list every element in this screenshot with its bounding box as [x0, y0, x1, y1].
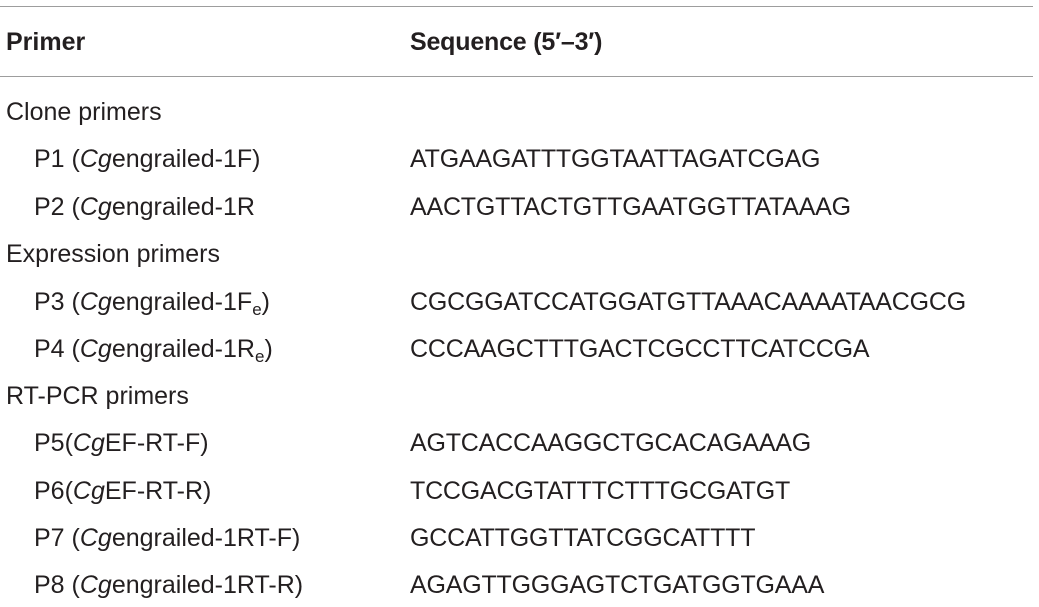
table-header-rule: [0, 76, 1033, 77]
primer-sequence: ATGAAGATTTGGTAATTAGATCGAG: [410, 145, 821, 173]
primer-sequence: AACTGTTACTGTTGAATGGTTATAAAG: [410, 193, 851, 221]
primer-name: P2 (Cgengrailed-1R: [34, 193, 255, 221]
primer-name: P4 (Cgengrailed-1Re): [34, 335, 273, 366]
table-row: P6(CgEF-RT-R) TCCGACGTATTTCTTTGCGATGT: [0, 473, 1039, 509]
primer-sequence: CGCGGATCCATGGATGTTAAACAAAATAACGCG: [410, 288, 966, 316]
primer-name: P1 (Cgengrailed-1F): [34, 145, 261, 173]
primer-sequence: AGTCACCAAGGCTGCACAGAAAG: [410, 429, 812, 457]
group-title-rtpcr: RT-PCR primers: [6, 382, 189, 410]
primer-name: P7 (Cgengrailed-1RT-F): [34, 524, 301, 552]
primer-name: P6(CgEF-RT-R): [34, 477, 212, 505]
primer-sequence: AGAGTTGGGAGTCTGATGGTGAAA: [410, 571, 825, 599]
table-row: P4 (Cgengrailed-1Re) CCCAAGCTTTGACTCGCCT…: [0, 331, 1039, 367]
table-header-row: Primer Sequence (5′–3′): [0, 24, 1039, 60]
primer-sequence: GCCATTGGTTATCGGCATTTT: [410, 524, 756, 552]
primer-name: P8 (Cgengrailed-1RT-R): [34, 571, 304, 599]
table-top-rule: [0, 6, 1033, 7]
primer-sequence: TCCGACGTATTTCTTTGCGATGT: [410, 477, 791, 505]
table-row: P3 (Cgengrailed-1Fe) CGCGGATCCATGGATGTTA…: [0, 284, 1039, 320]
header-sequence: Sequence (5′–3′): [410, 28, 603, 56]
table-row: P2 (Cgengrailed-1R AACTGTTACTGTTGAATGGTT…: [0, 189, 1039, 225]
table-row: P5(CgEF-RT-F) AGTCACCAAGGCTGCACAGAAAG: [0, 425, 1039, 461]
group-title-expression: Expression primers: [6, 240, 220, 268]
primer-name: P3 (Cgengrailed-1Fe): [34, 288, 270, 319]
table-row: P1 (Cgengrailed-1F) ATGAAGATTTGGTAATTAGA…: [0, 141, 1039, 177]
group-title-clone: Clone primers: [6, 98, 162, 126]
primer-name: P5(CgEF-RT-F): [34, 429, 209, 457]
table-row: P7 (Cgengrailed-1RT-F) GCCATTGGTTATCGGCA…: [0, 520, 1039, 556]
table-row: P8 (Cgengrailed-1RT-R) AGAGTTGGGAGTCTGAT…: [0, 567, 1039, 603]
header-primer: Primer: [6, 28, 86, 56]
primer-sequence: CCCAAGCTTTGACTCGCCTTCATCCGA: [410, 335, 870, 363]
